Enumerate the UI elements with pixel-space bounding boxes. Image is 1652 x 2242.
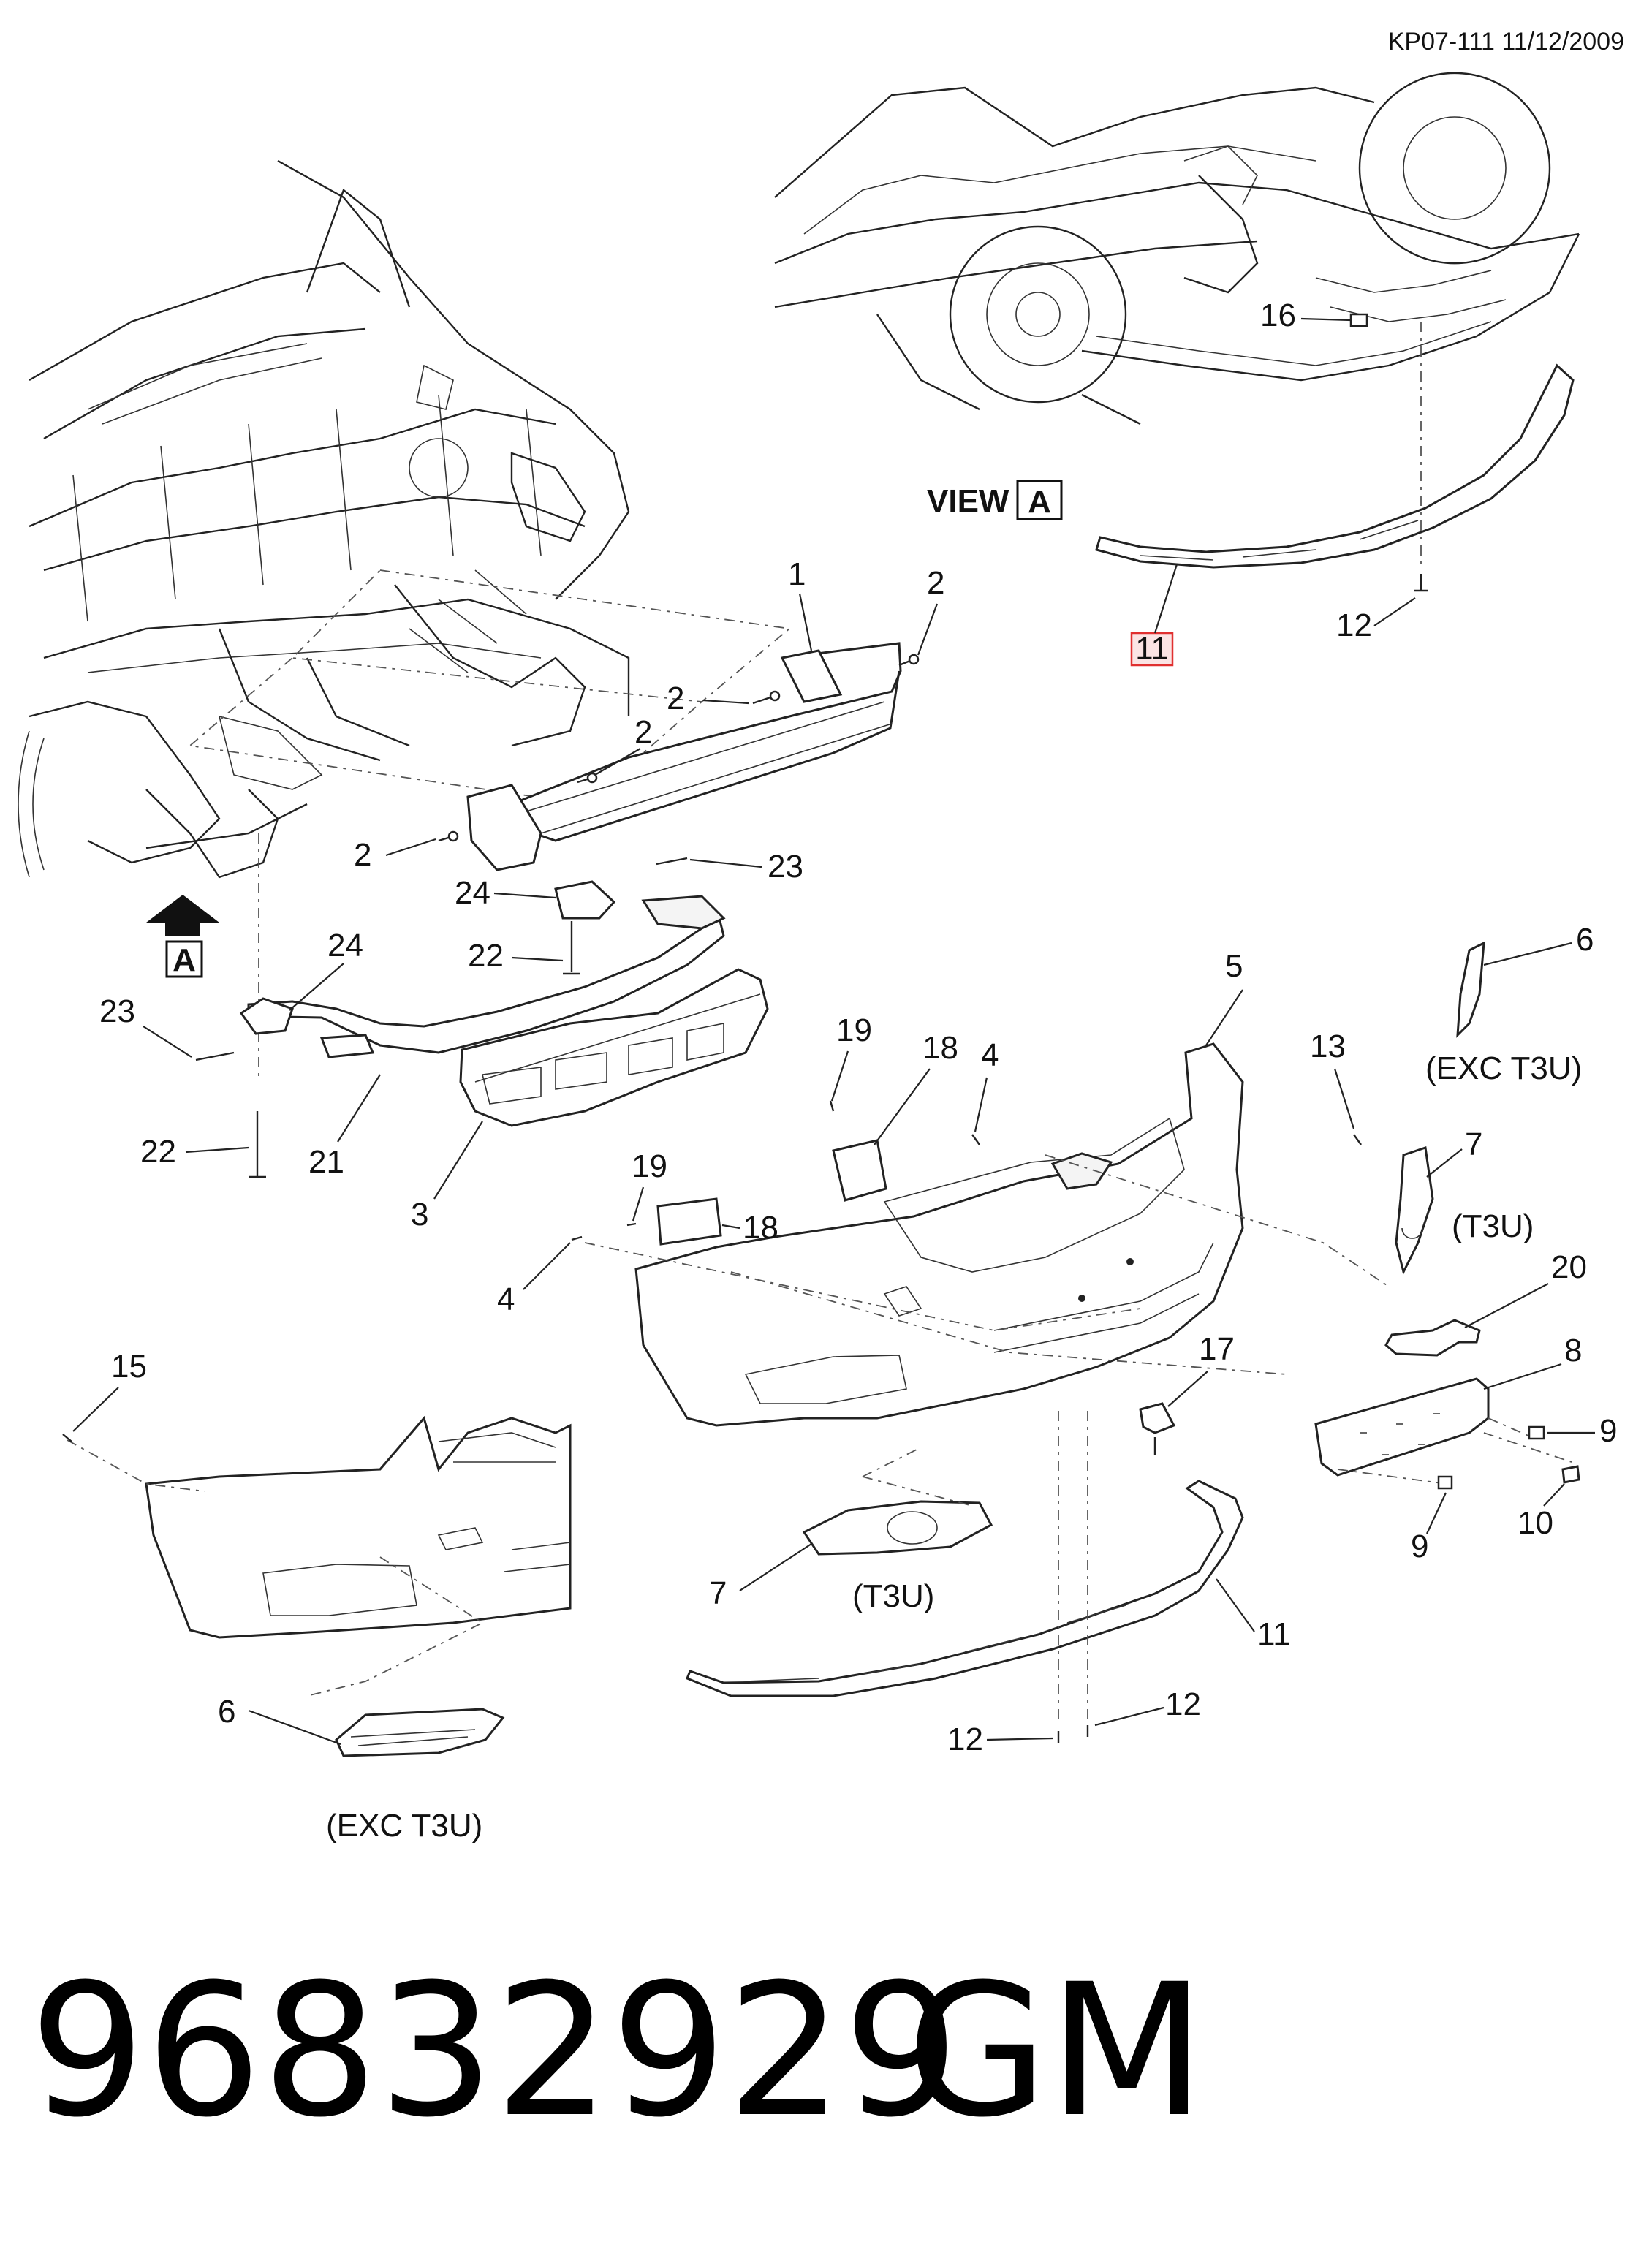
impact-bar-bracket-right (780, 649, 843, 703)
bolt-22-right (563, 921, 580, 975)
callout-13: 13 (1310, 1029, 1346, 1064)
callout-4-left: 4 (497, 1281, 515, 1317)
callout-18-left: 18 (743, 1210, 778, 1246)
energy-absorber-3 (459, 968, 769, 1127)
callout-12-right: 12 (1165, 1686, 1201, 1722)
clip-16 (1349, 313, 1368, 327)
callout-6-right: 6 (1576, 922, 1594, 958)
bolt-22-left (249, 1111, 266, 1178)
diagram-code: KP07-111 11/12/2009 (1388, 28, 1624, 56)
callout-17: 17 (1199, 1331, 1235, 1367)
chevrolet-bowtie-emblem (1050, 1152, 1113, 1190)
callout-24-left: 24 (327, 928, 363, 963)
callout-2-a: 2 (927, 565, 944, 601)
callout-7-center: 7 (709, 1575, 727, 1611)
callout-9-right: 9 (1599, 1413, 1617, 1449)
callout-18-right: 18 (922, 1030, 958, 1066)
fog-lamp-bezel-7-center (802, 1500, 993, 1556)
callout-1: 1 (788, 556, 806, 592)
note-t3u-right: (T3U) (1452, 1208, 1534, 1244)
note-exc-t3u-lower: (EXC T3U) (326, 1808, 482, 1844)
view-a-underbody-inset (774, 72, 1580, 425)
note-exc-t3u-right: (EXC T3U) (1425, 1050, 1582, 1086)
callout-19-right: 19 (836, 1012, 872, 1048)
callout-2-b: 2 (667, 681, 684, 716)
arrow-a-box (165, 940, 203, 978)
tow-eye-cover-18-right (832, 1139, 887, 1202)
callout-7-right: 7 (1465, 1126, 1482, 1162)
callout-12-left: 12 (947, 1722, 983, 1757)
screw-12-view-a (1414, 574, 1428, 592)
screw-23-right (656, 857, 688, 866)
view-a-box (1016, 480, 1063, 520)
callout-16: 16 (1260, 298, 1296, 333)
view-a-arrow-icon (146, 895, 219, 936)
impact-bar-bracket-left (466, 784, 542, 871)
alternate-fascia-view (67, 1415, 572, 1697)
lower-deflector-view-a (1095, 363, 1575, 569)
callout-2-d: 2 (354, 837, 371, 873)
bowtie-emblem-20 (1384, 1319, 1481, 1357)
callout-3: 3 (411, 1197, 428, 1232)
callout-10: 10 (1518, 1505, 1553, 1541)
callout-11-view-a: 11 (1135, 631, 1169, 667)
nut-9-lower (1437, 1475, 1453, 1490)
callout-20: 20 (1551, 1249, 1587, 1285)
fog-lamp-bezel-6-right (1456, 941, 1485, 1038)
screw-10 (1561, 1465, 1580, 1484)
callout-12-view-a: 12 (1336, 607, 1372, 643)
arrow-a-letter: A (173, 942, 196, 978)
callout-5: 5 (1225, 948, 1243, 984)
fog-lamp-opening (744, 1355, 907, 1404)
nut-9-right (1528, 1425, 1545, 1440)
brand-name: GM (906, 1944, 1205, 2157)
license-plate-bracket (1314, 1377, 1490, 1477)
screw-15 (62, 1434, 72, 1442)
callout-2-c: 2 (634, 714, 652, 750)
view-a-label: VIEW (927, 483, 1009, 519)
callout-23-right: 23 (768, 849, 803, 885)
screw-23-left (195, 1051, 235, 1061)
vehicle-front-structure (18, 159, 792, 879)
clip-24-right (554, 880, 616, 920)
callout-9-lower: 9 (1411, 1529, 1428, 1564)
clip-24-left (239, 997, 294, 1035)
callout-22-left: 22 (140, 1134, 176, 1170)
highlighted-callout-box (1130, 632, 1174, 667)
callout-11-main: 11 (1257, 1616, 1291, 1652)
callout-23-left: 23 (99, 993, 135, 1029)
bracket-21-end (641, 895, 726, 930)
front-bumper-fascia (634, 1042, 1244, 1427)
part-number: 96832929 (29, 1944, 959, 2157)
view-a-letter: A (1028, 484, 1051, 520)
callout-6-lower: 6 (218, 1694, 235, 1730)
callout-24-right: 24 (455, 875, 490, 911)
tow-eye-cover-18-left (656, 1197, 722, 1246)
tow-eye-cover-17 (1139, 1402, 1176, 1434)
callout-21: 21 (308, 1144, 344, 1180)
note-t3u-center: (T3U) (852, 1578, 934, 1614)
callout-19-left: 19 (632, 1148, 667, 1184)
callout-4-right: 4 (981, 1037, 999, 1073)
fog-lamp-bezel-7-right (1395, 1146, 1434, 1276)
callout-15: 15 (111, 1349, 147, 1385)
callout-22-right: 22 (468, 938, 504, 974)
callout-8: 8 (1564, 1333, 1582, 1368)
